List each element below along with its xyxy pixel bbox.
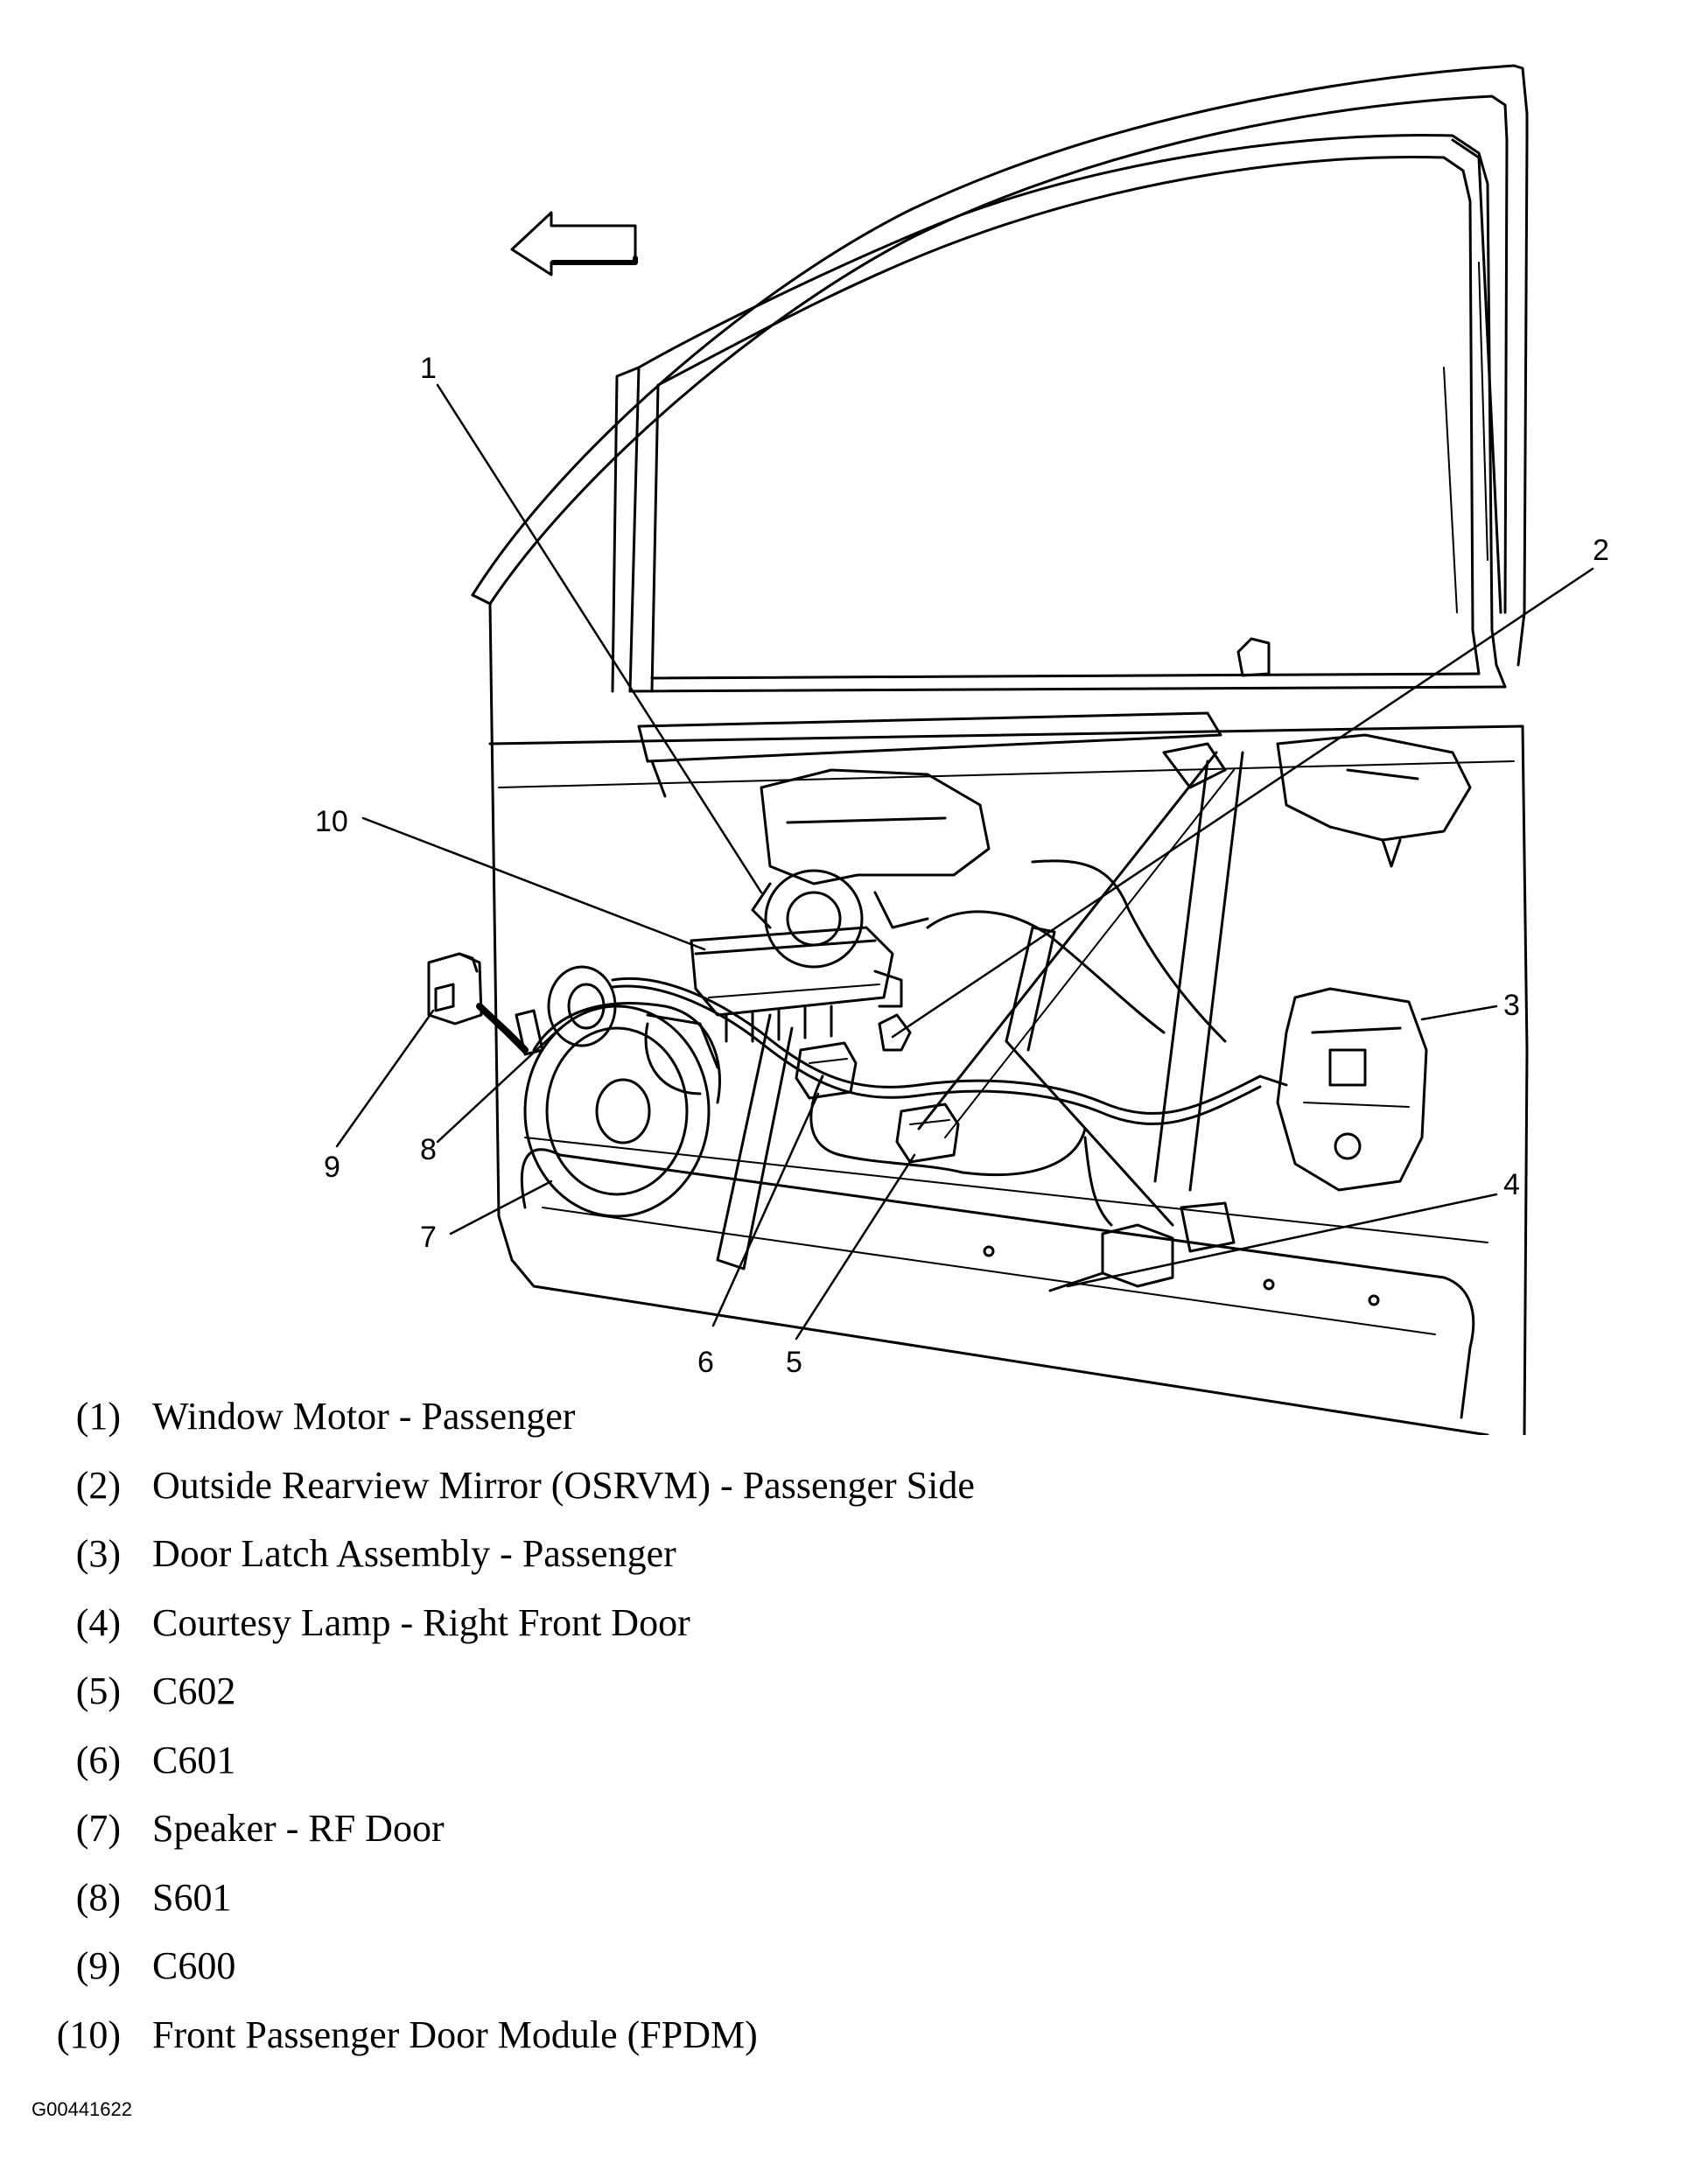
callout-4: 4 — [1503, 1168, 1520, 1201]
legend-item: (7) Speaker - RF Door — [32, 1795, 1607, 1864]
leader-3 — [1420, 1004, 1498, 1021]
callout-5: 5 — [786, 1346, 802, 1379]
legend-item: (5) C602 — [32, 1657, 1607, 1726]
leader-2 — [891, 567, 1594, 1039]
regulator-rails — [716, 751, 1244, 1270]
door-body — [471, 593, 1529, 1435]
connector-c601 — [795, 1041, 858, 1100]
legend-label: C600 — [152, 1944, 236, 1987]
legend-label: Outside Rearview Mirror (OSRVM) - Passen… — [152, 1463, 975, 1507]
legend-label: Speaker - RF Door — [152, 1807, 445, 1850]
legend-number: (10) — [56, 2012, 121, 2056]
legend-item: (8) S601 — [32, 1864, 1607, 1933]
legend-item: (1) Window Motor - Passenger — [32, 1382, 1607, 1452]
legend-item: (4) Courtesy Lamp - Right Front Door — [32, 1589, 1607, 1658]
connector-c602 — [895, 1102, 960, 1164]
figure-id: G00441622 — [32, 2098, 132, 2120]
courtesy-lamp — [1048, 1201, 1236, 1292]
door-latch — [1258, 987, 1428, 1192]
callout-10: 10 — [315, 805, 348, 838]
legend-label: Window Motor - Passenger — [152, 1395, 576, 1438]
leader-lines — [335, 383, 1594, 1340]
window-track — [637, 711, 1222, 798]
door-frame — [471, 64, 1529, 746]
legend-label: C602 — [152, 1670, 236, 1712]
legend-item: (10) Front Passenger Door Module (FPDM) — [32, 2001, 1607, 2070]
callout-1: 1 — [420, 352, 437, 385]
legend-label: C601 — [152, 1738, 236, 1782]
legend-number: (4) — [75, 1600, 121, 1644]
leader-1 — [436, 383, 763, 894]
callout-7: 7 — [420, 1221, 437, 1254]
leader-10 — [361, 816, 706, 951]
legend-item: (6) C601 — [32, 1726, 1607, 1796]
legend-item: (3) Door Latch Assembly - Passenger — [32, 1520, 1607, 1589]
callout-8: 8 — [420, 1133, 437, 1166]
legend-label: Courtesy Lamp - Right Front Door — [152, 1600, 690, 1644]
callout-6: 6 — [697, 1346, 714, 1379]
leader-7 — [449, 1180, 553, 1236]
legend-number: (7) — [75, 1807, 121, 1850]
callout-2: 2 — [1593, 534, 1609, 567]
handle-linkage — [1162, 733, 1472, 868]
legend-label: Door Latch Assembly - Passenger — [152, 1532, 676, 1575]
callout-9: 9 — [324, 1151, 340, 1184]
leader-6 — [711, 1092, 820, 1327]
leader-9 — [335, 1009, 435, 1148]
leader-4 — [1066, 1193, 1498, 1288]
legend-item: (9) C600 — [32, 1932, 1607, 2001]
legend-number: (3) — [75, 1532, 121, 1575]
connector-c600 — [427, 952, 544, 1056]
legend-label: S601 — [152, 1875, 232, 1919]
speaker — [523, 1002, 721, 1218]
legend-label: Front Passenger Door Module (FPDM) — [152, 2012, 758, 2056]
parts-legend: (1) Window Motor - Passenger (2) Outside… — [32, 1382, 1607, 2069]
legend-number: (2) — [75, 1463, 121, 1507]
wiring-harness — [611, 859, 1262, 1227]
legend-number: (8) — [75, 1875, 121, 1919]
callout-3: 3 — [1503, 989, 1520, 1022]
leader-5 — [795, 1153, 916, 1340]
legend-item: (2) Outside Rearview Mirror (OSRVM) - Pa… — [32, 1452, 1607, 1521]
legend-number: (9) — [75, 1944, 121, 1987]
forward-arrow-icon — [510, 211, 638, 276]
mirror-connector — [878, 1013, 912, 1052]
callout-labels: 1 2 3 4 5 6 7 8 9 10 — [315, 352, 1609, 1379]
splice-s601 — [547, 965, 617, 1047]
door-module — [690, 926, 903, 1043]
window-motor — [751, 768, 991, 969]
legend-number: (6) — [75, 1738, 121, 1782]
legend-number: (5) — [75, 1670, 121, 1712]
leader-8 — [436, 1026, 562, 1144]
legend-number: (1) — [75, 1395, 121, 1438]
door-wiring-diagram: 1 2 3 4 5 6 7 8 9 10 — [315, 64, 1609, 1435]
